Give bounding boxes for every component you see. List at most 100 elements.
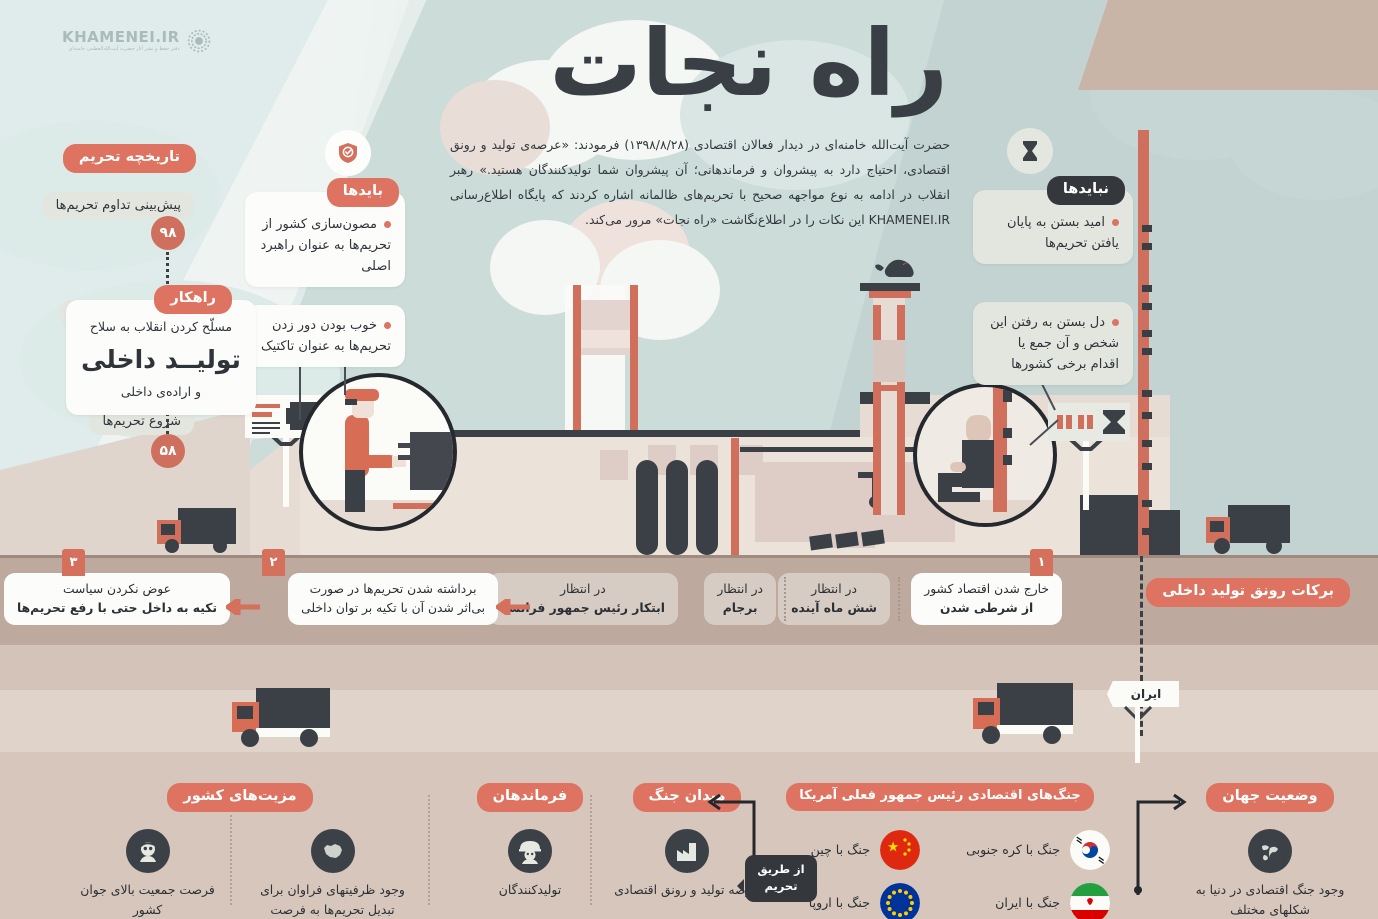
rahkar-badge: راهکار xyxy=(154,285,232,315)
page-title: راه نجات xyxy=(549,10,949,117)
panel-farmandehan: فرماندهان تولیدکنندگان xyxy=(450,783,610,900)
iran-flag xyxy=(1070,882,1110,919)
step-divider xyxy=(898,577,900,621)
meydan-caption: عرصه تولید و رونق اقتصادی xyxy=(614,882,760,898)
timeline-tick xyxy=(1142,412,1152,419)
farmandehan-badge: فرماندهان xyxy=(476,783,584,813)
step-card-3: عوض نکردن سیاست تکیه به داخل حتی با رفع … xyxy=(4,573,230,626)
jangha-item-eu: جنگ با اروپا xyxy=(770,882,920,919)
factory-icon-wrap xyxy=(665,829,709,874)
jangha-column-right: جنگ با چین جنگ با اروپا xyxy=(770,829,920,919)
intro-paragraph: حضرت آیت‌الله خامنه‌ای در دیدار فعالان ا… xyxy=(450,137,950,228)
site-logo: KHAMENEI.IR دفتر حفظ و نشر آثار حضرت آیت… xyxy=(62,28,212,54)
step-card-2: برداشته شدن تحریم‌ها در صورت بی‌اثر شدن … xyxy=(288,573,498,626)
timeline-tick xyxy=(1142,463,1152,470)
step-card-2-line2-text: بی‌اثر شدن آن با تکیه بر توان داخلی xyxy=(301,601,485,616)
nabayadha-item-2: دل بستن به رفتن این شخص و آن جمع یا اقدا… xyxy=(973,302,1133,386)
iran-border-dashed-line xyxy=(1140,556,1143,736)
mazaya-caption-1: وجود ظرفیتهای فراوان برای تبدیل تحریم‌ها… xyxy=(260,882,405,918)
step-divider xyxy=(784,577,786,621)
step-card-wait-france: در انتظار ابتکار رئیس جمهور فرانسه xyxy=(487,573,678,626)
vaziat-badge: وضعیت جهان xyxy=(1206,783,1334,813)
factory-icon xyxy=(677,843,696,862)
rahkar-card: مسلّح کردن انقلاب به سلاح تولیــد داخلی … xyxy=(66,300,256,415)
timeline-node-98: ۹۸ xyxy=(151,216,185,250)
globe-icon xyxy=(1258,839,1282,864)
wait-barjam-line2: برجام xyxy=(722,601,758,616)
band-badge: برکات رونق تولید داخلی xyxy=(1146,578,1350,608)
wait-barjam-line1: در انتظار xyxy=(717,582,763,596)
meydan-badge: میدان جنگ xyxy=(632,783,742,813)
mazaya-badge: مزیت‌های کشور xyxy=(167,783,313,813)
timeline-node-58: ۵۸ xyxy=(151,434,185,468)
timeline-tick xyxy=(1142,225,1152,232)
step-card-1-line2: از شرطی شدن xyxy=(939,601,1034,616)
wait-6m-line2: شش ماه آینده xyxy=(791,601,877,616)
rahkar-line-2: تولیــد داخلی xyxy=(81,344,241,374)
nabayadha-group: نبایدها امید بستن به پایان یافتن تحریم‌ه… xyxy=(973,176,1133,265)
globe-icon-wrap xyxy=(1248,829,1292,874)
bayadha-group: بایدها مصون‌سازی کشور از تحریم‌ها به عنو… xyxy=(245,178,405,288)
rahkar-group: راهکار مسلّح کردن انقلاب به سلاح تولیــد… xyxy=(66,285,256,415)
panel-jangha: جنگ‌های اقتصادی رئیس جمهور فعلی آمریکا ج… xyxy=(770,783,1110,919)
young-person-icon-wrap xyxy=(125,829,170,874)
timeline-badge-pos: تاریخچه تحریم xyxy=(62,144,196,174)
step-arrow-2 xyxy=(226,599,260,615)
wait-france-line1: در انتظار xyxy=(560,582,606,596)
wait-france-line2: ابتکار رئیس جمهور فرانسه xyxy=(500,601,665,616)
panel-mazaya: مزیت‌های کشور وجود ظرفیتهای فراوان برای … xyxy=(70,783,410,919)
logo-subtitle: دفتر حفظ و نشر آثار حضرت آیت‌الله‌العظمی… xyxy=(68,46,180,52)
timeline-tick xyxy=(1142,390,1152,397)
timeline-tick xyxy=(1142,330,1152,337)
jangha-column-left: جنگ با کره جنوبی جنگ با ایران xyxy=(950,829,1110,919)
wait-6m-line1: در انتظار xyxy=(811,582,857,596)
eu-flag xyxy=(880,882,920,919)
cloud-shape xyxy=(680,40,910,190)
step-card-wait-barjam: در انتظار برجام xyxy=(704,573,776,626)
jangha-item-iran: جنگ با ایران xyxy=(950,882,1110,919)
farmandehan-caption: تولیدکنندگان xyxy=(498,882,562,898)
panel-meydan: میدان جنگ عرصه تولید و رونق اقتصادی xyxy=(612,783,762,900)
timeline-bar xyxy=(1138,130,1149,555)
step-card-1: خارج شدن اقتصاد کشور از شرطی شدن xyxy=(911,573,1062,626)
shield-check-icon-wrap xyxy=(325,130,371,176)
jangha-item-china: جنگ با چین xyxy=(770,829,920,870)
step-card-1-line1: خارج شدن اقتصاد کشور xyxy=(924,582,1049,596)
iran-road-sign: ایران xyxy=(1107,681,1179,763)
cloud-shape xyxy=(440,80,550,175)
factory-illustration xyxy=(0,259,1290,555)
south-korea-flag xyxy=(1070,829,1110,870)
bayadha-item-2: خوب بودن دور زدن تحریم‌ها به عنوان تاکتی… xyxy=(245,305,405,368)
nabayadha-badge: نبایدها xyxy=(1046,176,1125,206)
timeline-tick xyxy=(1142,303,1152,310)
step-arrow-1 xyxy=(496,599,530,615)
jangha-note-bubble: از طریق تحریم xyxy=(737,855,817,902)
truck-left-icon xyxy=(232,688,330,747)
step-card-3-line1: عوض نکردن سیاست xyxy=(62,582,172,596)
jangha-label-iran: جنگ با ایران xyxy=(995,895,1060,911)
truck-right-icon xyxy=(973,683,1073,744)
timeline-tick xyxy=(1142,243,1152,250)
mazaya-item-1: وجود ظرفیتهای فراوان برای تبدیل تحریم‌ها… xyxy=(255,829,410,919)
band-right-overlay xyxy=(1078,0,1378,90)
band-top-edge xyxy=(0,555,1378,558)
logo-title: KHAMENEI.IR xyxy=(62,28,180,46)
iran-map-icon xyxy=(323,844,342,859)
rahkar-line-3: و اراده‌ی داخلی xyxy=(120,384,202,400)
step-card-wait-6months: در انتظار شش ماه آینده xyxy=(778,573,890,626)
khamenei-gear-icon xyxy=(187,29,210,53)
step-card-2-line2: بی‌اثر شدن آن با تکیه بر توان داخلی xyxy=(301,599,485,618)
vaziat-caption: وجود جنگ اقتصادی در دنیا به شکلهای مختلف xyxy=(1195,882,1345,918)
step-number-3: ۳ xyxy=(62,549,85,576)
iran-map-icon-wrap xyxy=(310,829,355,874)
timeline-tick xyxy=(1142,348,1152,355)
timeline-tick xyxy=(1142,285,1152,292)
rahkar-line-1: مسلّح کردن انقلاب به سلاح xyxy=(89,319,233,334)
hourglass-icon xyxy=(1023,141,1037,161)
mazaya-caption-2: فرصت جمعیت بالای جوان کشور xyxy=(80,882,215,918)
bayadha-badge: بایدها xyxy=(326,178,399,208)
jangha-note-text: از طریق تحریم xyxy=(757,862,805,894)
iran-sign-label: ایران xyxy=(1107,681,1179,707)
step-card-3-line2: تکیه به داخل حتی با رفع تحریم‌ها xyxy=(17,601,217,616)
